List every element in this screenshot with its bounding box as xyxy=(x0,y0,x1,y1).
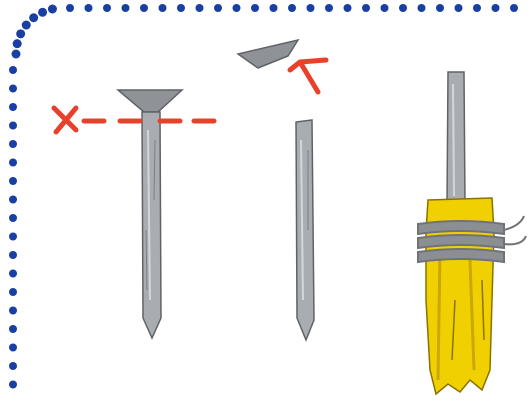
border-dot xyxy=(9,177,17,185)
border-dot xyxy=(270,4,278,12)
border-dot xyxy=(307,4,315,12)
border-dot xyxy=(9,103,17,111)
border-dot xyxy=(381,4,389,12)
border-dot xyxy=(9,288,17,296)
x-cut-icon xyxy=(54,108,76,132)
border-dot xyxy=(325,4,333,12)
headless-nail xyxy=(296,120,314,340)
border-dot xyxy=(9,196,17,204)
border-dot xyxy=(29,13,38,22)
border-dot xyxy=(9,122,17,130)
border-dot xyxy=(399,4,407,12)
border-dot xyxy=(362,4,370,12)
border-dot xyxy=(13,39,22,48)
removed-nail-head xyxy=(238,40,298,68)
border-dot xyxy=(418,4,426,12)
border-dot xyxy=(9,251,17,259)
taped-nail xyxy=(418,72,526,394)
border-dot xyxy=(22,21,31,30)
border-dot xyxy=(9,270,17,278)
border-dot xyxy=(103,4,111,12)
border-dot xyxy=(436,4,444,12)
border-dot xyxy=(38,8,47,17)
border-dot xyxy=(9,85,17,93)
border-dot xyxy=(9,140,17,148)
cut-marker xyxy=(54,108,214,132)
border-dot xyxy=(16,29,25,38)
border-dot xyxy=(455,4,463,12)
border-dot xyxy=(9,362,17,370)
border-dot xyxy=(159,4,167,12)
border-dot xyxy=(12,50,21,59)
border-dot xyxy=(473,4,481,12)
border-dot xyxy=(251,4,259,12)
border-dot xyxy=(9,159,17,167)
border-dot xyxy=(9,66,17,74)
border-dot xyxy=(288,4,296,12)
border-dot xyxy=(9,381,17,389)
border-dot xyxy=(140,4,148,12)
border-dot xyxy=(66,4,74,12)
wire-wrap xyxy=(418,216,526,262)
border-dot xyxy=(214,4,222,12)
border-dot xyxy=(196,4,204,12)
border-dot xyxy=(122,4,130,12)
border-dot xyxy=(9,325,17,333)
border-dot xyxy=(9,214,17,222)
border-dot xyxy=(85,4,93,12)
border-dot xyxy=(48,5,57,14)
border-dot xyxy=(9,307,17,315)
border-dot xyxy=(344,4,352,12)
border-dot xyxy=(510,4,518,12)
border-dot xyxy=(177,4,185,12)
border-dot xyxy=(9,233,17,241)
border-dot xyxy=(492,4,500,12)
border-dot xyxy=(9,344,17,352)
arrow-up-right-icon xyxy=(290,60,326,92)
full-nail xyxy=(118,90,182,338)
border-dot xyxy=(233,4,241,12)
